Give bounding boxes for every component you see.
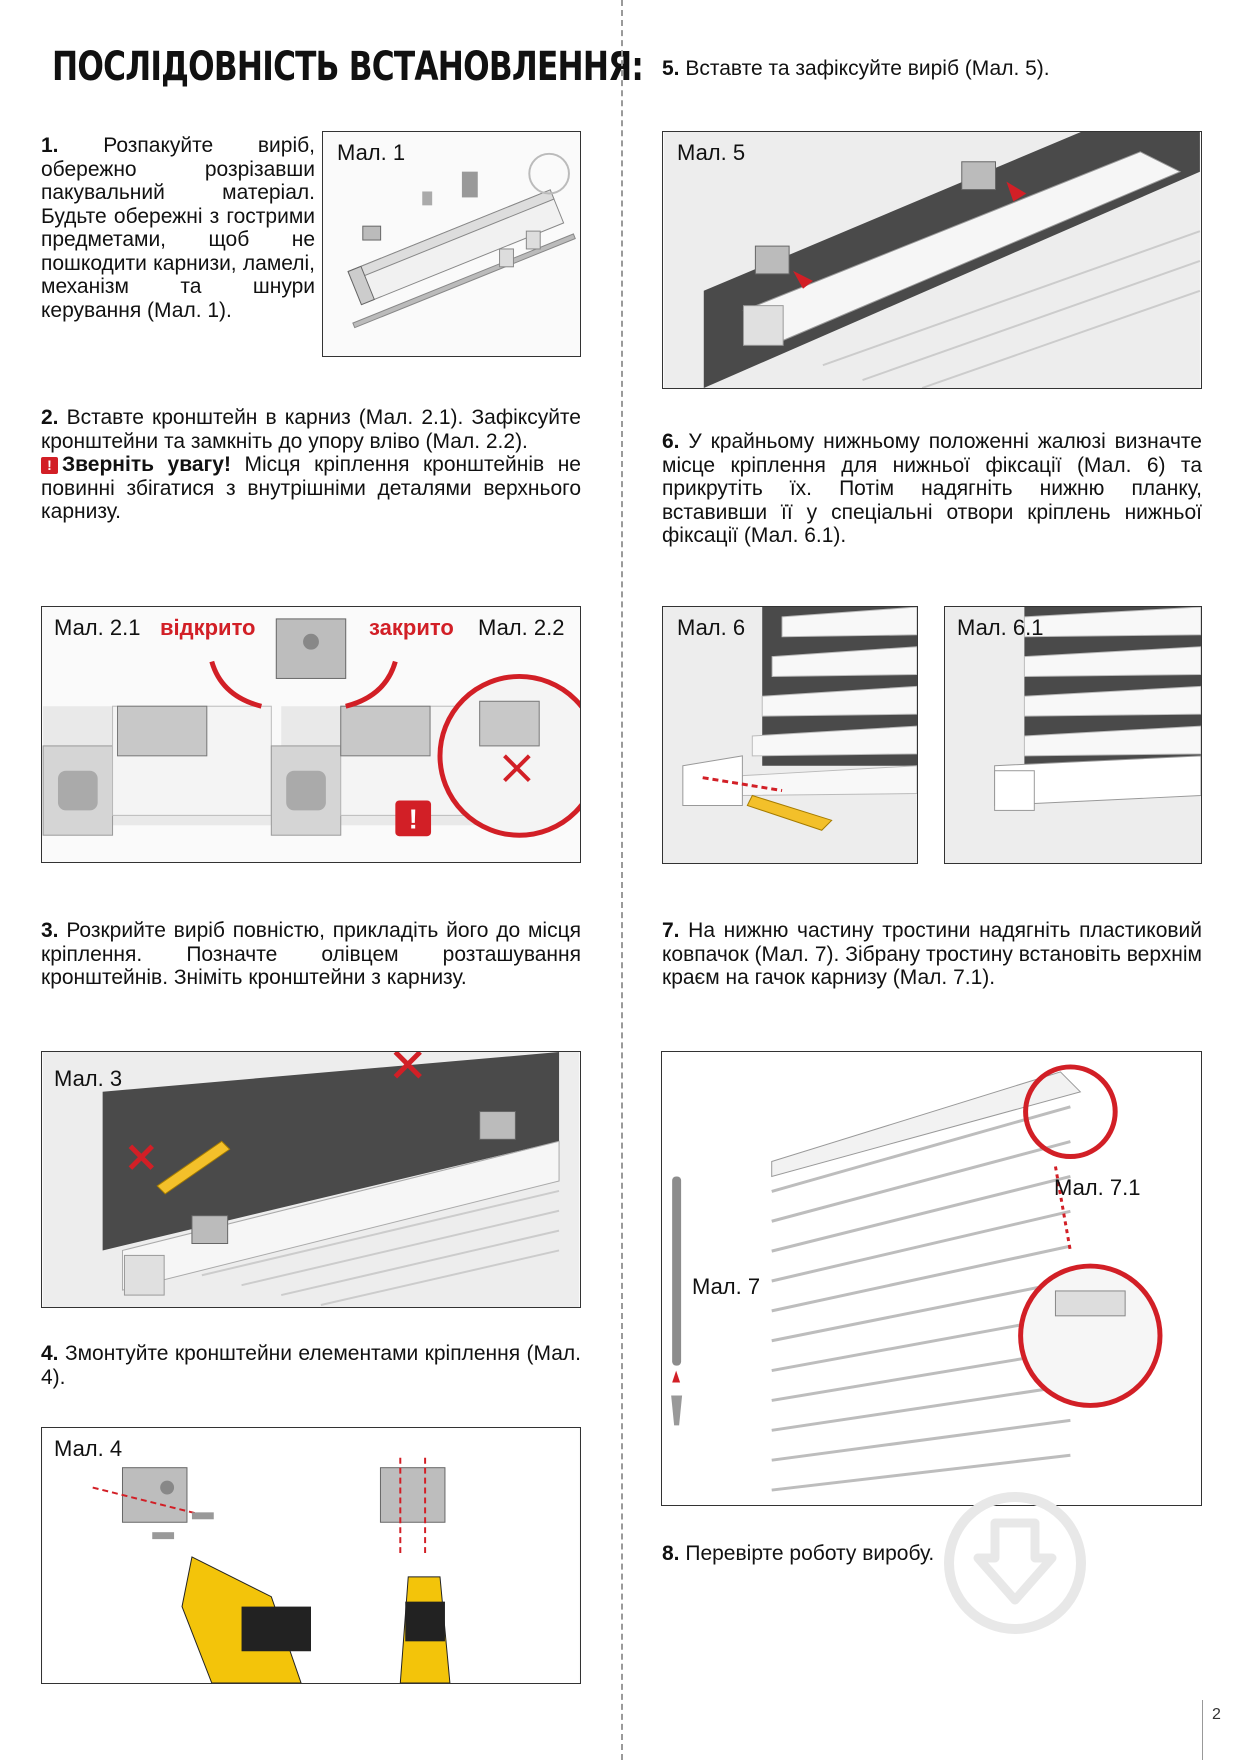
- step-2-number: 2.: [41, 406, 59, 429]
- figure-6-label: Мал. 6: [677, 615, 746, 640]
- step-3-text: 3. Розкрийте виріб повністю, прикладіть …: [41, 919, 581, 990]
- figure-1-drawing: [347, 152, 576, 329]
- figure-4: Мал. 4: [41, 1427, 581, 1684]
- step-2-body: Вставте кронштейн в карниз (Мал. 2.1). З…: [41, 406, 581, 453]
- step-8-text: 8. Перевірте роботу виробу.: [662, 1542, 1202, 1566]
- figure-7-label: Мал. 7: [692, 1274, 761, 1299]
- step-5-number: 5.: [662, 57, 680, 80]
- figure-5-label: Мал. 5: [677, 140, 746, 165]
- figure-5: Мал. 5: [662, 131, 1202, 389]
- svg-text:!: !: [409, 803, 418, 834]
- figure-3: Мал. 3: [41, 1051, 581, 1308]
- figure-7-1-label: Мал. 7.1: [1054, 1175, 1141, 1200]
- figure-3-label: Мал. 3: [54, 1066, 123, 1091]
- step-1-body: Розпакуйте виріб, обережно розрізавши па…: [41, 134, 315, 322]
- download-watermark-icon: [944, 1492, 1086, 1634]
- step-1-number: 1.: [41, 134, 59, 157]
- step-6-text: 6. У крайньому нижньому положенні жалюзі…: [662, 430, 1202, 548]
- step-1-text: 1. Розпакуйте виріб, обережно розрізавши…: [41, 134, 315, 322]
- figure-6-1-drawing: [945, 607, 1201, 863]
- figure-1: Мал. 1: [322, 131, 581, 357]
- figure-2-closed-label: закрито: [369, 615, 454, 640]
- figure-4-label: Мал. 4: [54, 1436, 123, 1461]
- figure-3-drawing: [43, 1052, 579, 1307]
- step-5-text: 5. Вставте та зафіксуйте виріб (Мал. 5).: [662, 57, 1202, 81]
- figure-5-drawing: [664, 132, 1201, 388]
- step-7-number: 7.: [662, 919, 680, 942]
- figure-6-1-label: Мал. 6.1: [957, 615, 1044, 640]
- figure-7: Мал. 7.1 Мал. 7: [661, 1051, 1202, 1506]
- column-divider: [621, 0, 623, 1760]
- step-7-text: 7. На нижню частину тростини надягніть п…: [662, 919, 1202, 990]
- figure-6: Мал. 6: [662, 606, 918, 864]
- step-2-warning-title: Зверніть увагу!: [62, 453, 231, 476]
- step-2-warning-body: Місця кріплення кронштейнів не повинні з…: [41, 453, 581, 523]
- figure-1-label: Мал. 1: [337, 140, 406, 165]
- figure-7-drawing: [671, 1064, 1163, 1492]
- step-2-text: 2. Вставте кронштейн в карниз (Мал. 2.1)…: [41, 406, 581, 524]
- figure-2-1-label: Мал. 2.1: [54, 615, 141, 640]
- page-number-divider: [1202, 1700, 1203, 1760]
- step-8-number: 8.: [662, 1542, 680, 1565]
- step-3-number: 3.: [41, 919, 59, 942]
- step-6-number: 6.: [662, 430, 680, 453]
- step-4-number: 4.: [41, 1342, 59, 1365]
- step-6-body: У крайньому нижньому положенні жалюзі ви…: [662, 430, 1202, 547]
- warning-icon: !: [41, 457, 58, 474]
- figure-2: ! Мал. 2.1 відкрито закрито Мал. 2.2: [41, 606, 581, 863]
- page-title: ПОСЛІДОВНІСТЬ ВСТАНОВЛЕННЯ:: [52, 44, 644, 90]
- figure-2-2-label: Мал. 2.2: [478, 615, 565, 640]
- figure-2-open-label: відкрито: [160, 615, 256, 640]
- page-number: 2: [1212, 1706, 1221, 1723]
- step-7-body: На нижню частину тростини надягніть плас…: [662, 919, 1202, 989]
- figure-2-drawing: !: [42, 618, 580, 838]
- step-8-body: Перевірте роботу виробу.: [685, 1542, 935, 1565]
- step-4-body: Змонтуйте кронштейни елементами кріпленн…: [41, 1342, 581, 1389]
- step-3-body: Розкрийте виріб повністю, прикладіть йог…: [41, 919, 581, 989]
- figure-4-drawing: [43, 1428, 579, 1683]
- figure-6-drawing: [663, 607, 917, 863]
- step-4-text: 4. Змонтуйте кронштейни елементами кріпл…: [41, 1342, 581, 1389]
- step-5-body: Вставте та зафіксуйте виріб (Мал. 5).: [685, 57, 1050, 80]
- figure-6-1: Мал. 6.1: [944, 606, 1202, 864]
